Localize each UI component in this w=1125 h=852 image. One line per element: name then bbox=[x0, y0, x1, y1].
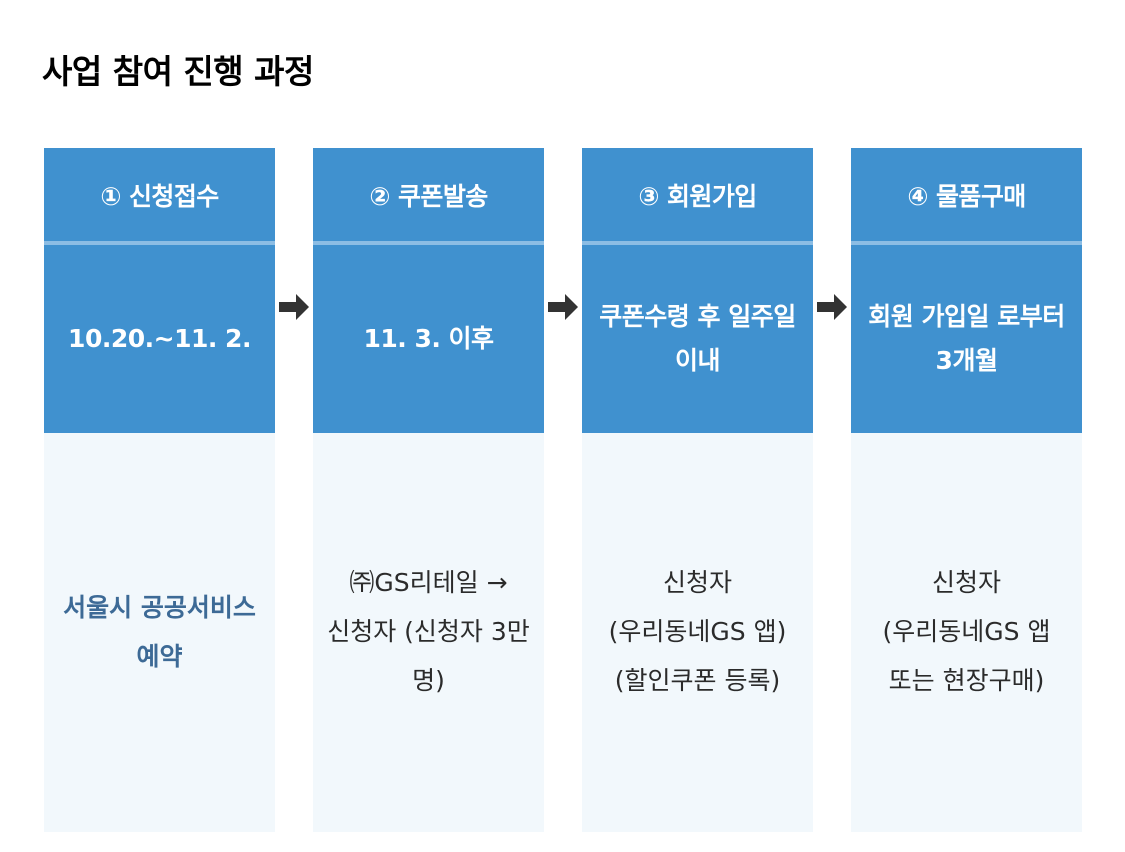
step-3-body: 신청자 (우리동네GS 앱) (할인쿠폰 등록) bbox=[582, 433, 813, 832]
process-step-card-1: ① 신청접수 10.20.~11. 2. 서울시 공공서비스 예약 bbox=[44, 148, 275, 832]
step-1-body: 서울시 공공서비스 예약 bbox=[44, 433, 275, 832]
step-2-body: ㈜GS리테일 → 신청자 (신청자 3만 명) bbox=[313, 433, 544, 832]
step-3-date: 쿠폰수령 후 일주일 이내 bbox=[582, 245, 813, 433]
step-4-body: 신청자 (우리동네GS 앱 또는 현장구매) bbox=[851, 433, 1082, 832]
step-2-header: ② 쿠폰발송 bbox=[313, 148, 544, 245]
step-2-date: 11. 3. 이후 bbox=[313, 245, 544, 433]
process-step-card-3: ③ 회원가입 쿠폰수령 후 일주일 이내 신청자 (우리동네GS 앱) (할인쿠… bbox=[582, 148, 813, 832]
step-1-header: ① 신청접수 bbox=[44, 148, 275, 245]
step-3-header: ③ 회원가입 bbox=[582, 148, 813, 245]
process-step-card-2: ② 쿠폰발송 11. 3. 이후 ㈜GS리테일 → 신청자 (신청자 3만 명) bbox=[313, 148, 544, 832]
arrow-right-icon bbox=[548, 294, 578, 320]
process-steps-row: ① 신청접수 10.20.~11. 2. 서울시 공공서비스 예약 ② 쿠폰발송… bbox=[44, 148, 1082, 832]
arrow-right-icon bbox=[817, 294, 847, 320]
connector-3 bbox=[813, 148, 851, 832]
arrow-right-icon bbox=[279, 294, 309, 320]
connector-1 bbox=[275, 148, 313, 832]
process-step-card-4: ④ 물품구매 회원 가입일 로부터 3개월 신청자 (우리동네GS 앱 또는 현… bbox=[851, 148, 1082, 832]
step-4-header: ④ 물품구매 bbox=[851, 148, 1082, 245]
page-title: 사업 참여 진행 과정 bbox=[42, 52, 314, 91]
step-4-date: 회원 가입일 로부터 3개월 bbox=[851, 245, 1082, 433]
connector-2 bbox=[544, 148, 582, 832]
step-1-date: 10.20.~11. 2. bbox=[44, 245, 275, 433]
